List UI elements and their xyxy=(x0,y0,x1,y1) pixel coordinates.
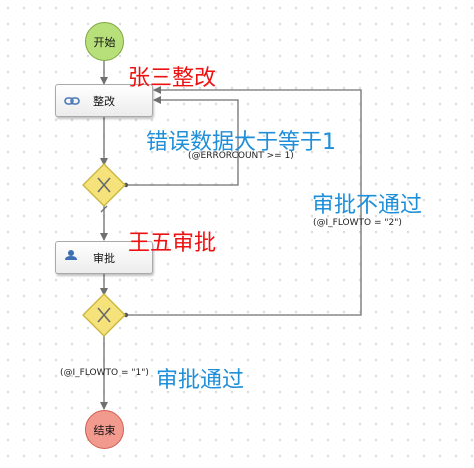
end-event-label: 结束 xyxy=(93,423,116,437)
annotation-reject: 审批不通过 xyxy=(312,193,423,218)
annotation-approve-person: 王五审批 xyxy=(128,231,217,256)
task-approve-label: 审批 xyxy=(93,251,115,265)
end-event[interactable]: 结束 xyxy=(85,410,124,449)
exclusive-gateway-1[interactable] xyxy=(82,163,126,207)
user-icon xyxy=(64,246,78,265)
default-flow-slash xyxy=(100,205,108,213)
connector-dot xyxy=(123,312,129,318)
exclusive-gateway-2[interactable] xyxy=(82,293,126,337)
task-rectify-label: 整改 xyxy=(93,94,115,108)
start-event[interactable]: 开始 xyxy=(85,22,124,61)
x-icon xyxy=(97,307,111,323)
edge-gateway1-loop-back[interactable] xyxy=(126,96,239,186)
task-rectify[interactable]: 整改 xyxy=(55,84,153,117)
x-icon xyxy=(97,177,111,193)
connector-dot xyxy=(123,182,129,188)
task-approve[interactable]: 审批 xyxy=(55,241,153,274)
condition-flow-to-2[interactable]: (@I_FLOWTO = "2") xyxy=(313,218,402,228)
link-icon xyxy=(64,91,80,110)
condition-flow-to-1[interactable]: (@I_FLOWTO = "1") xyxy=(60,368,149,378)
annotation-pass: 审批通过 xyxy=(156,368,245,393)
annotation-error-data: 错误数据大于等于1 xyxy=(146,130,336,155)
edge-gateway2-reject-loop[interactable] xyxy=(126,86,362,316)
annotation-rectify-person: 张三整改 xyxy=(128,66,217,91)
start-event-label: 开始 xyxy=(93,35,116,49)
condition-error-count[interactable]: (@ERRORCOUNT >= 1) xyxy=(188,151,294,161)
